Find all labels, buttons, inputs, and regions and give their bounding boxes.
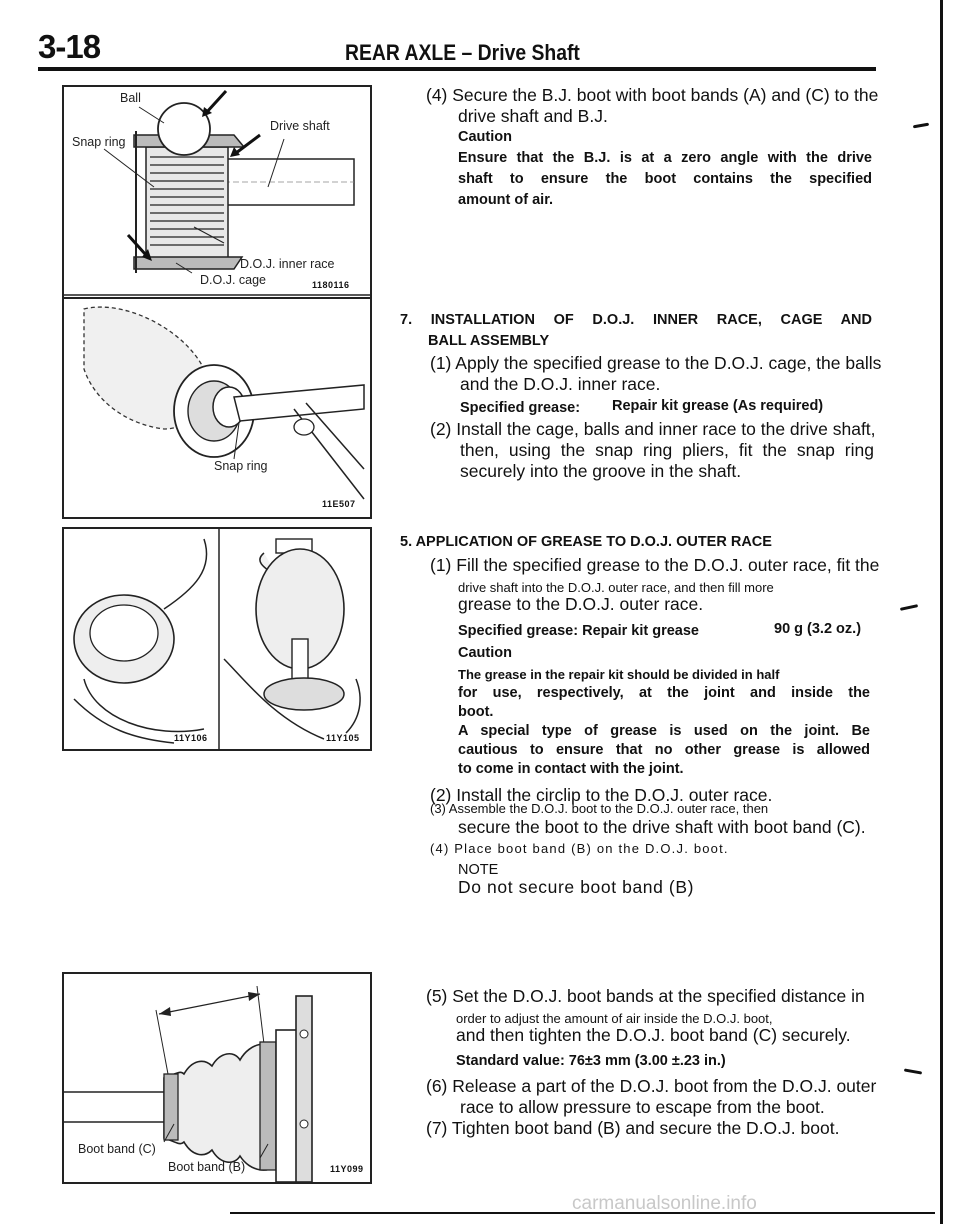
figure-code: 1180116 bbox=[312, 280, 350, 290]
margin-mark bbox=[899, 604, 919, 611]
section-5-step-2: (2) Install the circlip to the D.O.J. ou… bbox=[430, 785, 773, 805]
caution-label: Caution bbox=[458, 129, 512, 145]
caution-text-line-2: shaft to ensure the boot contains the sp… bbox=[458, 171, 872, 187]
figure-code-right: 11Y105 bbox=[326, 733, 360, 743]
section-7-step-1-line-2: and the D.O.J. inner race. bbox=[460, 374, 661, 394]
specified-grease-label: Specified grease: bbox=[460, 400, 581, 416]
figure-code-left: 11Y106 bbox=[174, 733, 208, 743]
label-snap-ring: Snap ring bbox=[214, 459, 268, 473]
section-5-step-7: (7) Tighten boot band (B) and secure the… bbox=[426, 1118, 840, 1138]
section-5-step-1-line-1: (1) Fill the specified grease to the D.O… bbox=[430, 555, 880, 575]
caution-2-line-4: A special type of grease is used on the … bbox=[458, 723, 870, 739]
margin-mark bbox=[903, 1068, 923, 1075]
section-5-step-4: (4) Place boot band (B) on the D.O.J. bo… bbox=[430, 841, 729, 856]
figure-grease-application: 11Y106 11Y105 bbox=[62, 527, 372, 751]
figure-boot-bands: Boot band (C) Boot band (B) 11Y099 bbox=[62, 972, 372, 1184]
label-boot-band-c: Boot band (C) bbox=[78, 1142, 156, 1156]
step-4-line-1: (4) Secure the B.J. boot with boot bands… bbox=[426, 85, 879, 105]
section-5-step-3-line-1: (3) Assemble the D.O.J. boot to the D.O.… bbox=[430, 801, 769, 816]
page-title: REAR AXLE – Drive Shaft bbox=[345, 40, 580, 65]
caution-text-line-3: amount of air. bbox=[458, 192, 554, 208]
section-5-step-1-line-3: grease to the D.O.J. outer race. bbox=[458, 594, 704, 614]
grease-application-drawing bbox=[73, 529, 361, 749]
footer-rule bbox=[230, 1212, 935, 1214]
figure-code: 11E507 bbox=[322, 499, 356, 509]
specified-grease-amount: 90 g (3.2 oz.) bbox=[774, 621, 862, 637]
section-5-heading: 5. APPLICATION OF GREASE TO D.O.J. OUTER… bbox=[400, 534, 772, 550]
note-text: Do not secure boot band (B) bbox=[458, 877, 695, 897]
step-4-line-2: drive shaft and B.J. bbox=[458, 106, 608, 126]
doj-cross-section-drawing bbox=[64, 89, 370, 296]
watermark: carmanualsonline.info bbox=[572, 1193, 757, 1214]
section-7-heading-line-2: BALL ASSEMBLY bbox=[428, 333, 550, 349]
caution-2-line-3: boot. bbox=[458, 704, 494, 720]
caution-2-line-1: The grease in the repair kit should be d… bbox=[458, 667, 780, 682]
label-doj-cage: D.O.J. cage bbox=[200, 273, 266, 287]
specified-grease-label-2: Specified grease: Repair kit grease bbox=[458, 623, 699, 639]
figure-doj-cross-section: Ball Snap ring Drive shaft D.O.J. inner … bbox=[62, 85, 372, 301]
margin-mark bbox=[912, 122, 930, 129]
section-5-step-1-line-2: drive shaft into the D.O.J. outer race, … bbox=[458, 580, 774, 595]
label-boot-band-b: Boot band (B) bbox=[168, 1160, 246, 1174]
caution-text-line-1: Ensure that the B.J. is at a zero angle … bbox=[458, 150, 872, 166]
section-5-step-5-line-2: order to adjust the amount of air inside… bbox=[456, 1011, 773, 1026]
header-rule bbox=[38, 67, 876, 71]
section-5-step-6-line-1: (6) Release a part of the D.O.J. boot fr… bbox=[426, 1076, 877, 1096]
label-ball: Ball bbox=[120, 91, 141, 105]
label-snap-ring: Snap ring bbox=[72, 135, 126, 149]
caution-2-line-6: to come in contact with the joint. bbox=[458, 761, 684, 777]
section-7-step-2-line-1: (2) Install the cage, balls and inner ra… bbox=[430, 419, 876, 439]
standard-value: Standard value: 76±3 mm (3.00 ±.23 in.) bbox=[456, 1053, 726, 1069]
section-7-heading-line-1: 7. INSTALLATION OF D.O.J. INNER RACE, CA… bbox=[400, 312, 872, 328]
section-5-step-5-line-1: (5) Set the D.O.J. boot bands at the spe… bbox=[426, 986, 865, 1006]
figure-snap-ring-installation: Snap ring 11E507 bbox=[62, 297, 372, 519]
caution-2-line-5: cautious to ensure that no other grease … bbox=[458, 742, 870, 758]
right-margin-rule bbox=[940, 0, 943, 1224]
figure-code: 11Y099 bbox=[330, 1164, 364, 1174]
note-label: NOTE bbox=[458, 862, 499, 878]
caution-label-2: Caution bbox=[458, 645, 512, 661]
specified-grease-value: Repair kit grease (As required) bbox=[612, 398, 824, 414]
section-5-step-5-line-3: and then tighten the D.O.J. boot band (C… bbox=[456, 1025, 851, 1045]
caution-2-line-2: for use, respectively, at the joint and … bbox=[458, 685, 870, 701]
section-7-step-2-line-2: then, using the snap ring pliers, fit th… bbox=[460, 440, 874, 460]
section-7-step-1-line-1: (1) Apply the specified grease to the D.… bbox=[430, 353, 882, 373]
label-drive-shaft: Drive shaft bbox=[270, 119, 330, 133]
snap-ring-pliers-drawing bbox=[83, 306, 365, 500]
label-doj-inner-race: D.O.J. inner race bbox=[240, 257, 335, 271]
section-7-step-2-line-3: securely into the groove in the shaft. bbox=[460, 461, 742, 481]
section-5-step-3-line-2: secure the boot to the drive shaft with … bbox=[458, 817, 866, 837]
page-number: 3-18 bbox=[38, 28, 101, 65]
boot-bands-drawing bbox=[64, 985, 313, 1182]
section-5-step-6-line-2: race to allow pressure to escape from th… bbox=[460, 1097, 825, 1117]
